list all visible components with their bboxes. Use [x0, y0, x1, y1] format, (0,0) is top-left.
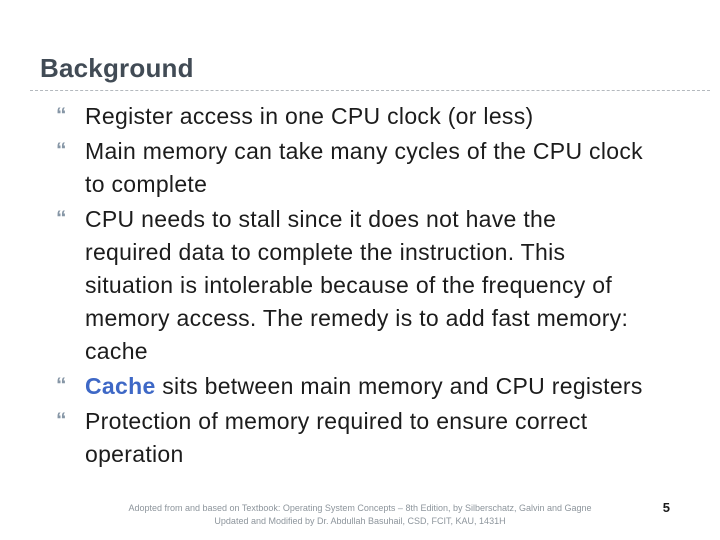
bullet-lead-word: Cache	[85, 373, 156, 399]
bullet-text: Protection of memory required to ensure …	[85, 408, 588, 467]
footer-line-1: Adopted from and based on Textbook: Oper…	[128, 503, 592, 513]
page-number: 5	[662, 500, 670, 515]
footer-attribution: Adopted from and based on Textbook: Oper…	[0, 502, 720, 528]
quote-bullet-icon: “	[56, 374, 67, 397]
title-divider	[30, 90, 710, 91]
bullet-item: “ Cache sits between main memory and CPU…	[55, 370, 643, 403]
slide-body: “ Register access in one CPU clock (or l…	[55, 100, 643, 473]
bullet-item: “ Register access in one CPU clock (or l…	[55, 100, 643, 133]
bullet-item: “ Protection of memory required to ensur…	[55, 405, 643, 471]
footer-line-2: Updated and Modified by Dr. Abdullah Bas…	[214, 516, 506, 526]
quote-bullet-icon: “	[56, 207, 67, 230]
bullet-text: Register access in one CPU clock (or les…	[85, 103, 534, 129]
bullet-text: Main memory can take many cycles of the …	[85, 138, 643, 197]
bullet-item: “ CPU needs to stall since it does not h…	[55, 203, 643, 368]
quote-bullet-icon: “	[56, 104, 67, 127]
bullet-item: “ Main memory can take many cycles of th…	[55, 135, 643, 201]
slide-title: Background	[40, 53, 194, 83]
bullet-list: “ Register access in one CPU clock (or l…	[55, 100, 643, 471]
quote-bullet-icon: “	[56, 409, 67, 432]
quote-bullet-icon: “	[56, 139, 67, 162]
bullet-text: sits between main memory and CPU registe…	[155, 373, 643, 399]
bullet-text: CPU needs to stall since it does not hav…	[85, 206, 629, 364]
